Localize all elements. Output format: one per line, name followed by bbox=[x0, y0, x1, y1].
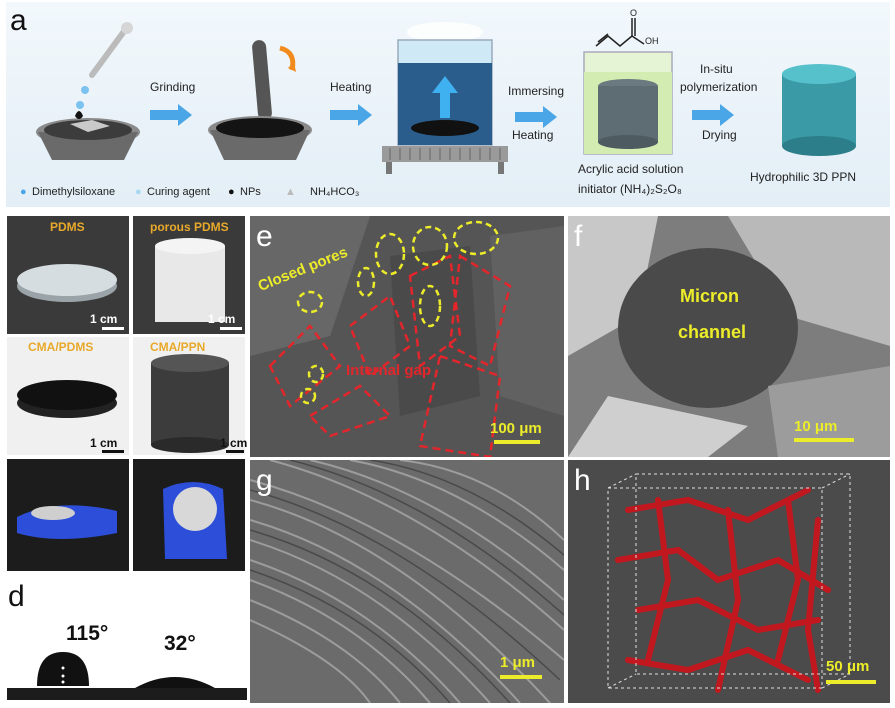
scalebar-h bbox=[826, 680, 876, 684]
panel-letter-h: h bbox=[574, 464, 591, 497]
scalebar-cma-ppn bbox=[226, 450, 244, 453]
panel-letter-d: d bbox=[8, 580, 25, 613]
mortar-with-pestle bbox=[208, 40, 312, 160]
photo-hand-1 bbox=[7, 459, 129, 571]
photo-cma-pdms bbox=[7, 337, 129, 455]
scale-f-label: 10 μm bbox=[794, 418, 838, 435]
micron-label: Micron bbox=[680, 286, 740, 306]
photo-porous-pdms bbox=[133, 216, 245, 334]
scale-e-label: 100 μm bbox=[490, 420, 542, 437]
droplet-blue-icon: ● bbox=[20, 186, 27, 198]
scalebar-porous bbox=[220, 327, 242, 330]
product-label: Hydrophilic 3D PPN bbox=[750, 170, 857, 184]
render-3d-network bbox=[568, 460, 890, 703]
angle-2-label: 32° bbox=[164, 632, 196, 655]
step-grinding-label: Grinding bbox=[150, 80, 196, 94]
legend-dimethylsiloxane: Dimethylsiloxane bbox=[32, 186, 116, 198]
panel-letter-a: a bbox=[10, 4, 27, 37]
sem-image-f bbox=[568, 216, 890, 457]
scalebar-e bbox=[494, 440, 540, 444]
powder-icon: ▲ bbox=[285, 186, 296, 198]
scale-cma-pdms: 1 cm bbox=[90, 436, 118, 450]
legend-curing-agent: Curing agent bbox=[147, 186, 210, 198]
label-porous-pdms: porous PDMS bbox=[150, 220, 229, 234]
step-polymerization-label: polymerization bbox=[680, 80, 758, 94]
arrow-right-icon bbox=[330, 104, 372, 131]
photo-hand-2 bbox=[133, 459, 245, 571]
label-cma-ppn: CMA/PPN bbox=[150, 340, 206, 354]
angle-1-label: 115° bbox=[66, 622, 109, 645]
svg-text:O: O bbox=[630, 8, 637, 18]
step-insitu-label: In-situ bbox=[700, 62, 733, 76]
internal-gap-label: Internal gap bbox=[346, 362, 432, 379]
legend-nh4hco3: NH₄HCO₃ bbox=[310, 186, 360, 198]
panel-letter-f: f bbox=[574, 220, 583, 253]
beaker-hotplate bbox=[382, 22, 508, 174]
acrylic-solution-label: Acrylic acid solution bbox=[578, 162, 684, 176]
droplet-black-icon: ● bbox=[228, 186, 235, 198]
step-heating2-label: Heating bbox=[512, 128, 554, 142]
scalebar-g bbox=[500, 675, 542, 679]
panel-letter-e: e bbox=[256, 220, 273, 253]
scale-pdms: 1 cm bbox=[90, 312, 118, 326]
step-immersing-label: Immersing bbox=[508, 84, 565, 98]
arrow-right-icon bbox=[515, 106, 557, 133]
scalebar-cma-pdms bbox=[102, 450, 124, 453]
channel-label: channel bbox=[678, 322, 747, 342]
acrylic-acid-molecule: O bbox=[595, 8, 645, 47]
scale-h-label: 50 μm bbox=[826, 658, 870, 675]
droplet-light-icon: ● bbox=[135, 186, 142, 198]
step-heating-label: Heating bbox=[330, 80, 372, 94]
initiator-label: initiator (NH₄)₂S₂O₈ bbox=[578, 182, 682, 196]
sem-image-g bbox=[250, 460, 564, 703]
photo-cma-ppn bbox=[133, 337, 245, 455]
step-drying-label: Drying bbox=[702, 128, 737, 142]
scale-g-label: 1 μm bbox=[500, 654, 536, 671]
arrow-right-icon bbox=[150, 104, 192, 131]
scalebar-f bbox=[794, 438, 854, 442]
panel-letter-g: g bbox=[256, 464, 273, 497]
beaker-sponge bbox=[583, 51, 673, 155]
scale-cma-ppn: 1 cm bbox=[220, 436, 248, 450]
label-pdms: PDMS bbox=[50, 220, 85, 234]
scalebar-pdms bbox=[102, 327, 124, 330]
legend-nps: NPs bbox=[240, 186, 261, 198]
label-cma-pdms: CMA/PDMS bbox=[28, 340, 94, 354]
scale-porous: 1 cm bbox=[208, 312, 236, 326]
arrow-right-icon bbox=[692, 104, 734, 131]
photo-pdms bbox=[7, 216, 129, 334]
contact-angle-diagram bbox=[7, 652, 247, 700]
mortar-with-dropper bbox=[36, 22, 140, 160]
ppn-product-cylinder bbox=[782, 64, 856, 156]
oh-label: OH bbox=[645, 36, 659, 46]
sem-image-e bbox=[250, 216, 564, 457]
